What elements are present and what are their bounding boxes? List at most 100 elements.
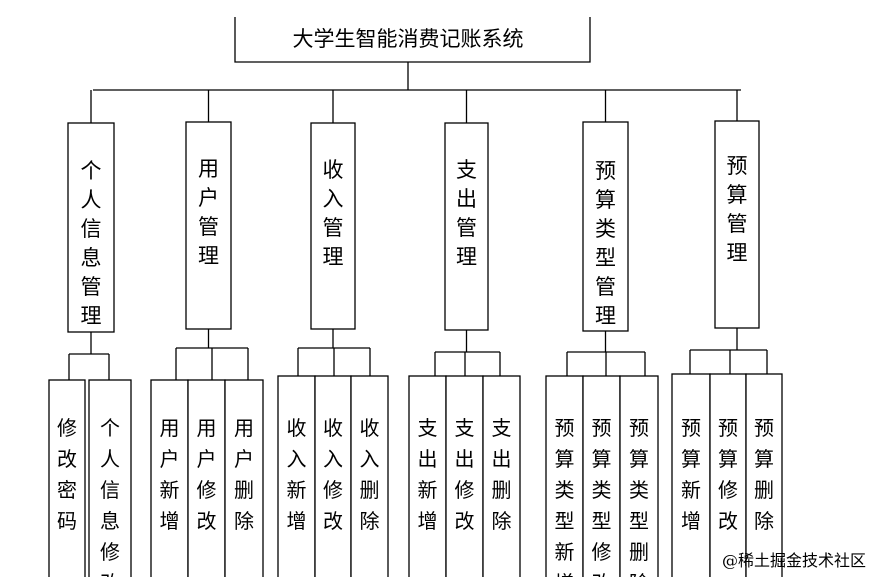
leaf-label-personal-1-char: 人 xyxy=(100,447,120,471)
leaf-label-user-1-char: 修 xyxy=(197,478,217,502)
leaf-label-budget-type-2-char: 删 xyxy=(629,540,649,564)
leaf-label-budget-type-2-char: 算 xyxy=(629,447,649,471)
leaf-label-income-2: 收入删除 xyxy=(360,416,380,533)
leaf-label-income-0-char: 新 xyxy=(287,478,307,502)
leaf-label-budget-1-char: 改 xyxy=(718,509,738,533)
module-label-personal-char: 管 xyxy=(81,275,102,299)
leaf-label-expense-2-char: 删 xyxy=(492,478,512,502)
module-label-income-char: 理 xyxy=(323,245,344,269)
leaf-label-budget-type-2-char: 类 xyxy=(629,478,649,502)
leaf-label-budget-type-0: 预算类型新增 xyxy=(555,416,575,577)
leaf-box-personal-1 xyxy=(88,379,132,577)
leaf-budget-1: 预算修改 xyxy=(709,373,747,577)
module-label-income-char: 管 xyxy=(323,216,344,240)
leaf-label-expense-0-char: 出 xyxy=(418,447,438,471)
leaf-box-user-1 xyxy=(187,379,226,577)
leaf-income-1: 收入修改 xyxy=(314,375,352,577)
leaf-label-expense-1-char: 修 xyxy=(455,478,475,502)
leaf-label-income-2-char: 删 xyxy=(360,478,380,502)
leaf-box-budget-type-1 xyxy=(582,375,621,577)
leaf-label-budget-type-2-char: 型 xyxy=(629,509,649,533)
leaf-label-budget-2-char: 删 xyxy=(754,478,774,502)
leaf-label-budget-1: 预算修改 xyxy=(718,416,738,533)
leaf-label-user-2: 用户删除 xyxy=(234,416,254,533)
leaf-label-budget-1-char: 修 xyxy=(718,478,738,502)
leaf-label-income-1-char: 修 xyxy=(323,478,343,502)
leaf-label-budget-0: 预算新增 xyxy=(681,416,701,533)
leaf-box-budget-0 xyxy=(671,373,711,577)
leaf-label-budget-type-1-char: 算 xyxy=(592,447,612,471)
leaf-budget-type-1: 预算类型修改 xyxy=(582,375,621,577)
leaf-label-income-1-char: 入 xyxy=(323,447,343,471)
watermark-text: @稀土掘金技术社区 xyxy=(722,551,866,570)
module-label-user-char: 管 xyxy=(198,215,219,239)
leaf-label-expense-2-char: 出 xyxy=(492,447,512,471)
leaf-label-income-1-char: 收 xyxy=(323,416,343,440)
leaf-box-personal-0 xyxy=(48,379,86,577)
leaf-label-personal-0-char: 修 xyxy=(57,416,77,440)
leaf-label-user-2-char: 户 xyxy=(234,447,254,471)
leaf-label-budget-type-1-char: 修 xyxy=(592,540,612,564)
leaf-label-budget-2-char: 预 xyxy=(754,416,774,440)
module-label-expense-char: 管 xyxy=(456,216,477,240)
leaf-label-expense-1-char: 改 xyxy=(455,509,475,533)
module-budget-type: 预算类型管理 xyxy=(582,121,629,332)
module-income: 收入管理 xyxy=(310,122,356,330)
module-label-budget: 预算管理 xyxy=(727,154,748,265)
leaf-box-budget-2 xyxy=(745,373,783,577)
leaf-label-user-1-char: 改 xyxy=(197,509,217,533)
module-label-expense-char: 理 xyxy=(456,245,477,269)
module-user: 用户管理 xyxy=(185,121,232,330)
leaf-label-expense-0: 支出新增 xyxy=(418,416,438,533)
leaf-label-budget-2: 预算删除 xyxy=(754,416,774,533)
leaf-label-budget-type-2-char: 预 xyxy=(629,416,649,440)
leaf-box-budget-type-0 xyxy=(545,375,584,577)
leaf-budget-type-2: 预算类型删除 xyxy=(619,375,659,577)
leaf-label-user-0: 用户新增 xyxy=(160,416,180,533)
leaf-label-budget-type-1-char: 型 xyxy=(592,509,612,533)
leaf-personal-0: 修改密码 xyxy=(48,379,86,577)
module-expense: 支出管理 xyxy=(444,122,489,331)
module-label-user-char: 用 xyxy=(198,157,219,181)
leaf-label-user-1-char: 户 xyxy=(197,447,217,471)
leaf-label-expense-0-char: 新 xyxy=(418,478,438,502)
module-label-budget-type-char: 预 xyxy=(595,159,616,183)
leaf-label-user-0-char: 增 xyxy=(160,509,180,533)
leaf-personal-1: 个人信息修改 xyxy=(88,379,132,577)
module-label-budget-char: 理 xyxy=(727,241,748,265)
root-title: 大学生智能消费记账系统 xyxy=(293,27,524,51)
root-node: 大学生智能消费记账系统 xyxy=(234,17,591,63)
leaf-label-expense-1: 支出修改 xyxy=(455,416,475,533)
leaf-label-budget-type-0-char: 新 xyxy=(555,540,575,564)
module-label-budget-char: 预 xyxy=(727,154,748,178)
leaf-label-user-0-char: 户 xyxy=(160,447,180,471)
module-label-personal-char: 人 xyxy=(81,188,102,212)
leaf-label-income-2-char: 入 xyxy=(360,447,380,471)
leaf-label-budget-2-char: 除 xyxy=(754,509,774,533)
leaf-box-expense-0 xyxy=(408,375,447,577)
leaf-label-income-0: 收入新增 xyxy=(287,416,307,533)
module-label-budget-type-char: 算 xyxy=(595,188,616,212)
leaf-label-budget-type-1-char: 类 xyxy=(592,478,612,502)
leaf-label-budget-type-0-char: 类 xyxy=(555,478,575,502)
leaf-budget-type-0: 预算类型新增 xyxy=(545,375,584,577)
leaf-label-personal-0-char: 码 xyxy=(57,509,77,533)
leaf-label-user-0-char: 新 xyxy=(160,478,180,502)
leaf-label-personal-1-char: 个 xyxy=(100,416,120,440)
leaf-label-user-0-char: 用 xyxy=(160,416,180,440)
leaf-label-user-2-char: 删 xyxy=(234,478,254,502)
module-label-income: 收入管理 xyxy=(323,158,344,269)
leaf-label-user-1: 用户修改 xyxy=(197,416,217,533)
module-box-budget-type xyxy=(582,121,629,332)
leaf-label-budget-type-1-char: 改 xyxy=(592,571,612,577)
module-label-income-char: 收 xyxy=(323,158,344,182)
leaf-income-0: 收入新增 xyxy=(277,375,316,577)
module-label-budget-type-char: 型 xyxy=(595,246,616,270)
leaf-label-personal-0: 修改密码 xyxy=(57,416,77,533)
leaf-label-budget-type-1: 预算类型修改 xyxy=(592,416,612,577)
module-label-personal-char: 息 xyxy=(81,246,102,270)
leaf-box-income-0 xyxy=(277,375,316,577)
leaf-label-expense-1-char: 支 xyxy=(455,416,475,440)
leaf-label-personal-1-char: 改 xyxy=(100,571,120,577)
